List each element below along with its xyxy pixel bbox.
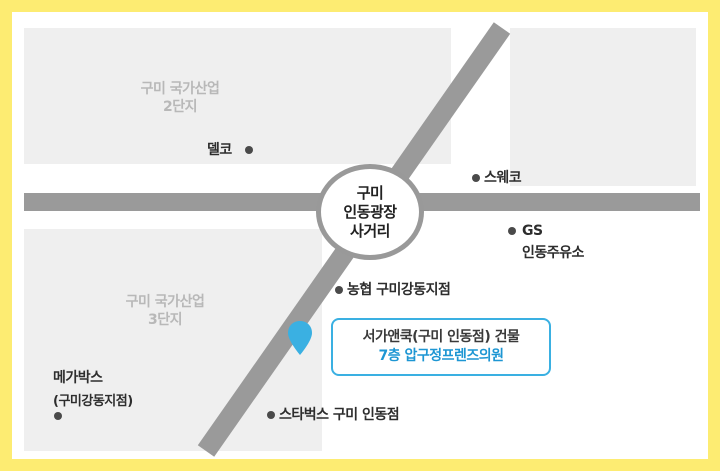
district-label-complex3: 구미 국가산업 3단지 — [85, 293, 245, 329]
poi-dot-icon — [54, 412, 62, 420]
poi-delco-label: 델코 — [207, 142, 232, 158]
district-label-complex2: 구미 국가산업 2단지 — [100, 80, 260, 116]
poi-sweco-label: 스웨코 — [484, 170, 522, 186]
poi-dot-icon — [472, 174, 480, 182]
destination-building: 서가앤쿡(구미 인동점) 건물 — [362, 329, 520, 345]
poi-dot-icon — [508, 227, 516, 235]
block-top-right — [510, 28, 696, 186]
intersection-name-line1: 구미 — [356, 183, 384, 202]
poi-gs-label: GS — [522, 223, 543, 239]
poi-dot-icon — [245, 146, 253, 154]
poi-megabox-label: 메가박스 — [53, 370, 103, 386]
district-name: 구미 국가산업 — [140, 81, 220, 97]
intersection-name-line2: 인동광장 — [343, 202, 397, 221]
map-pin-icon — [288, 321, 312, 355]
district-name: 구미 국가산업 — [125, 294, 205, 310]
destination-callout: 서가앤쿡(구미 인동점) 건물 7층 압구정프렌즈의원 — [331, 318, 551, 376]
intersection-name-line3: 사거리 — [350, 221, 390, 240]
district-number: 3단지 — [147, 312, 183, 328]
poi-dot-icon — [267, 411, 275, 419]
poi-dot-icon — [335, 286, 343, 294]
poi-starbucks-label: 스타벅스 구미 인동점 — [279, 407, 400, 423]
block-top-left — [24, 28, 451, 164]
poi-nonghyup-label: 농협 구미강동지점 — [347, 282, 451, 298]
poi-gs-sublabel: 인동주유소 — [522, 245, 584, 261]
destination-clinic: 7층 압구정프렌즈의원 — [378, 348, 504, 364]
poi-megabox-sublabel: (구미강동지점) — [53, 394, 133, 409]
district-number: 2단지 — [162, 99, 198, 115]
intersection-marker: 구미 인동광장 사거리 — [316, 164, 424, 260]
